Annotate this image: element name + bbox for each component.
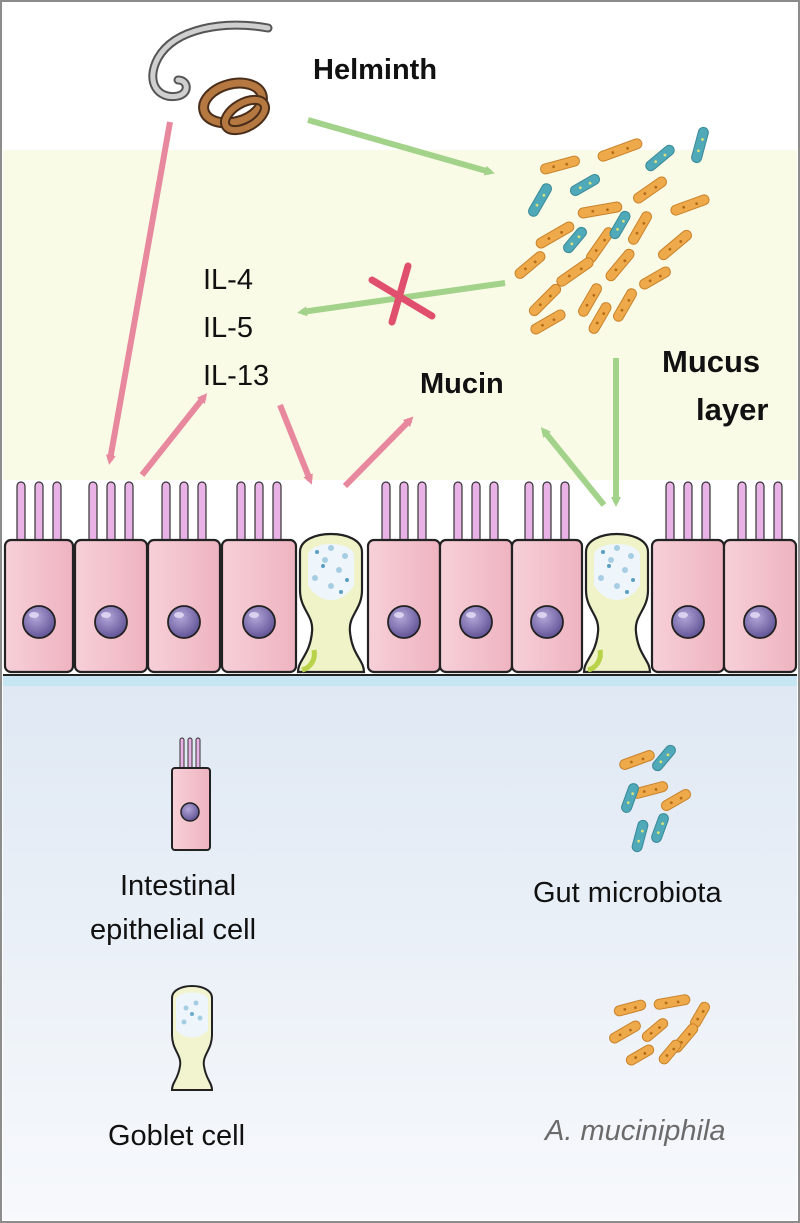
epithelial-cell (438, 481, 514, 674)
bacterium-orange (625, 1044, 655, 1066)
bacterium-orange (597, 138, 643, 162)
bacterium-orange (660, 789, 692, 811)
goblet-cell-legend-icon (170, 985, 214, 1091)
bacterium-orange (514, 251, 546, 279)
bacterium-orange (670, 194, 710, 216)
il13-label: IL-13 (203, 360, 270, 392)
bacterium-orange (641, 1018, 669, 1042)
il5-label: IL-5 (203, 312, 253, 344)
epithelial-cell (650, 481, 726, 674)
il4-label: IL-4 (203, 264, 253, 296)
bacterium-teal (609, 210, 631, 240)
epithelial-cell (3, 481, 75, 674)
bacterium-orange (577, 201, 623, 219)
arrow-cytokines-to-goblet (277, 403, 313, 485)
bacterium-teal (621, 783, 639, 813)
arrow-epithelium-to-cytokines (139, 393, 208, 477)
basement-membrane (3, 674, 797, 686)
microbiota-cluster (514, 126, 710, 335)
helminth-icon (148, 20, 273, 136)
bacterium-orange (628, 211, 652, 245)
bacterium-orange (556, 257, 594, 287)
inhibition-x-icon (368, 262, 436, 326)
legend-akkermansia-label: A. muciniphila (545, 1115, 726, 1147)
epithelial-cell (73, 481, 149, 674)
bacterium-teal (563, 226, 587, 254)
bacterium-orange (633, 176, 667, 204)
bacterium-orange (535, 221, 575, 249)
bacterium-orange (578, 283, 602, 317)
epithelial-cell (146, 481, 222, 674)
arrow-goblet-to-mucin-green (540, 427, 607, 507)
bacterium-orange (609, 1020, 641, 1044)
bacterium-orange (619, 750, 655, 770)
goblet-cell (296, 533, 366, 674)
helminth-label: Helminth (313, 54, 438, 86)
bacterium-teal (645, 144, 675, 172)
bacterium-orange (588, 302, 612, 334)
legend-epithelial-label-line1: Intestinal (120, 870, 237, 902)
mucus-layer-label-line2: layer (696, 392, 769, 427)
akkermansia-legend-icon (609, 994, 710, 1066)
bacterium-orange (613, 288, 637, 322)
arrow-goblet-to-mucin (342, 416, 414, 489)
bacterium-teal (651, 813, 669, 843)
bacterium-orange (658, 1039, 682, 1065)
bacterium-teal (631, 819, 649, 853)
mucin-label: Mucin (420, 368, 504, 400)
bacterium-orange (658, 229, 692, 261)
lumen-background (3, 685, 797, 1220)
legend-goblet-label: Goblet cell (108, 1120, 246, 1152)
bacterium-orange (540, 155, 580, 175)
arrow-helminth-to-microbiota (307, 117, 495, 176)
bacterium-teal (569, 174, 601, 196)
bacterium-orange (605, 248, 635, 282)
epithelial-cell (722, 481, 798, 674)
goblet-cell (582, 533, 652, 674)
legend-epithelial-label-line2: epithelial cell (90, 914, 257, 946)
epithelial-cell (510, 481, 584, 674)
bacterium-orange (639, 266, 671, 290)
mucus-layer-label-line1: Mucus (662, 344, 761, 379)
bacterium-teal (528, 183, 552, 217)
epithelial-cell (220, 481, 298, 674)
epithelial-cell-legend-icon (171, 737, 211, 851)
bacterium-orange (530, 309, 566, 335)
bacterium-teal (652, 744, 676, 772)
bacterium-teal (691, 126, 709, 164)
legend-microbiota-label: Gut microbiota (533, 877, 722, 909)
bacterium-orange (528, 283, 562, 317)
bacterium-orange (653, 994, 691, 1010)
arrow-helminth-to-epithelium (105, 121, 173, 465)
bacterium-orange (613, 999, 647, 1017)
gut-microbiota-legend-icon (619, 744, 692, 853)
epithelial-layer (3, 481, 798, 674)
